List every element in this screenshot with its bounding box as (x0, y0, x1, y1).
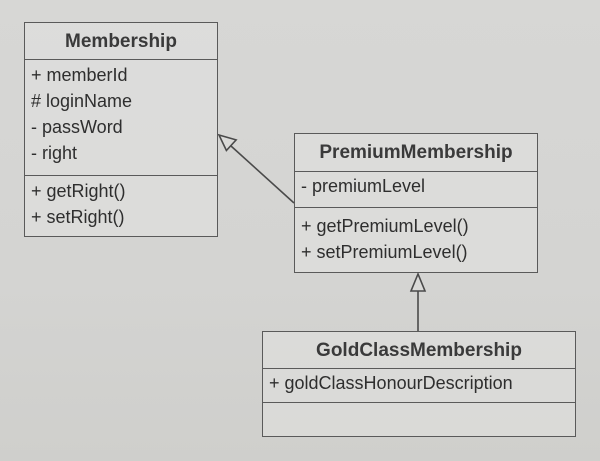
class-premium-membership-attributes: - premiumLevel (295, 172, 537, 208)
class-premium-membership-operations: + getPremiumLevel() + setPremiumLevel() (295, 208, 537, 265)
inheritance-line (230, 145, 295, 204)
class-gold-class-membership: GoldClassMembership + goldClassHonourDes… (262, 331, 576, 437)
attribute-password: - passWord (31, 117, 123, 137)
class-premium-membership-name: PremiumMembership (295, 134, 537, 172)
class-gold-class-membership-attributes: + goldClassHonourDescription (263, 369, 575, 403)
class-membership-attributes: + memberId # loginName - passWord - righ… (25, 60, 217, 176)
attribute-right: - right (31, 143, 78, 163)
operation-set-premium-level: + setPremiumLevel() (301, 242, 468, 262)
class-membership: Membership + memberId # loginName - pass… (24, 22, 218, 237)
class-premium-membership: PremiumMembership - premiumLevel + getPr… (294, 133, 538, 273)
inheritance-arrowhead-icon (409, 271, 427, 292)
class-membership-operations: + getRight() + setRight() (25, 176, 217, 230)
generalization-premium-to-membership (217, 133, 295, 204)
inheritance-arrowhead-icon (217, 133, 238, 152)
operation-get-right: + getRight() (31, 181, 126, 201)
generalization-gold-to-premium (409, 271, 427, 331)
class-gold-class-membership-operations (263, 403, 575, 436)
attribute-login-name: # loginName (31, 91, 133, 111)
class-gold-class-membership-name: GoldClassMembership (263, 332, 575, 369)
attribute-premium-level: - premiumLevel (301, 176, 426, 196)
attribute-member-id: + memberId (31, 65, 128, 85)
class-membership-name: Membership (25, 23, 217, 60)
operation-get-premium-level: + getPremiumLevel() (301, 216, 469, 236)
attribute-gold-class-honour-description: + goldClassHonourDescription (269, 373, 513, 393)
operation-set-right: + setRight() (31, 207, 125, 227)
